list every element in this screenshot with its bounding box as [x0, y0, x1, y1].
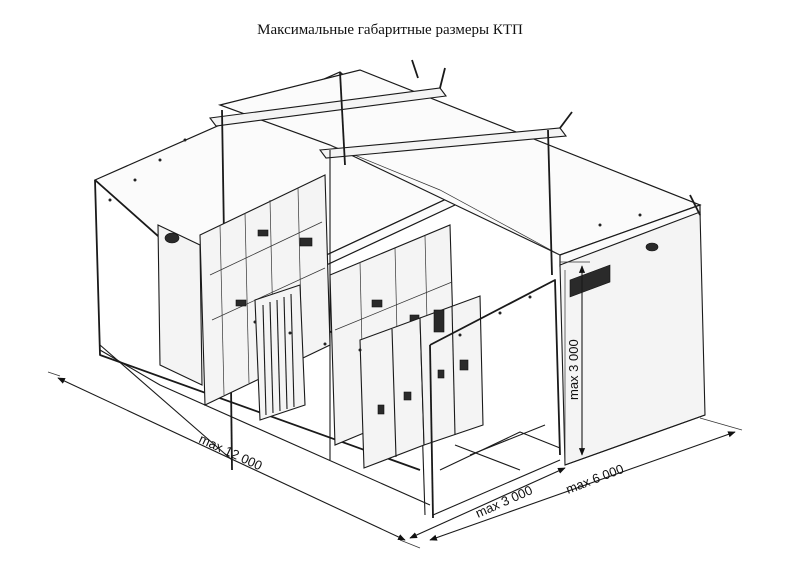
power-transformer [254, 284, 306, 421]
dim-length-label: max 12 000 [197, 431, 265, 473]
roof-lifting-beams [208, 59, 573, 159]
diagram-title: Максимальные габаритные размеры КТП [257, 22, 523, 38]
dim-depth-total-line [429, 417, 743, 541]
left-end-door [157, 224, 203, 386]
dim-height-label: max 3 000 [566, 339, 581, 400]
dim-height-line [560, 261, 590, 456]
frame-bolts [108, 138, 642, 352]
dim-depth-front-label: max 3 000 [473, 482, 535, 520]
dim-length-line [47, 371, 421, 549]
roof-right-module [217, 69, 702, 267]
rear-posts [547, 129, 701, 276]
dim-depth-total-label: max 6 000 [564, 461, 626, 497]
